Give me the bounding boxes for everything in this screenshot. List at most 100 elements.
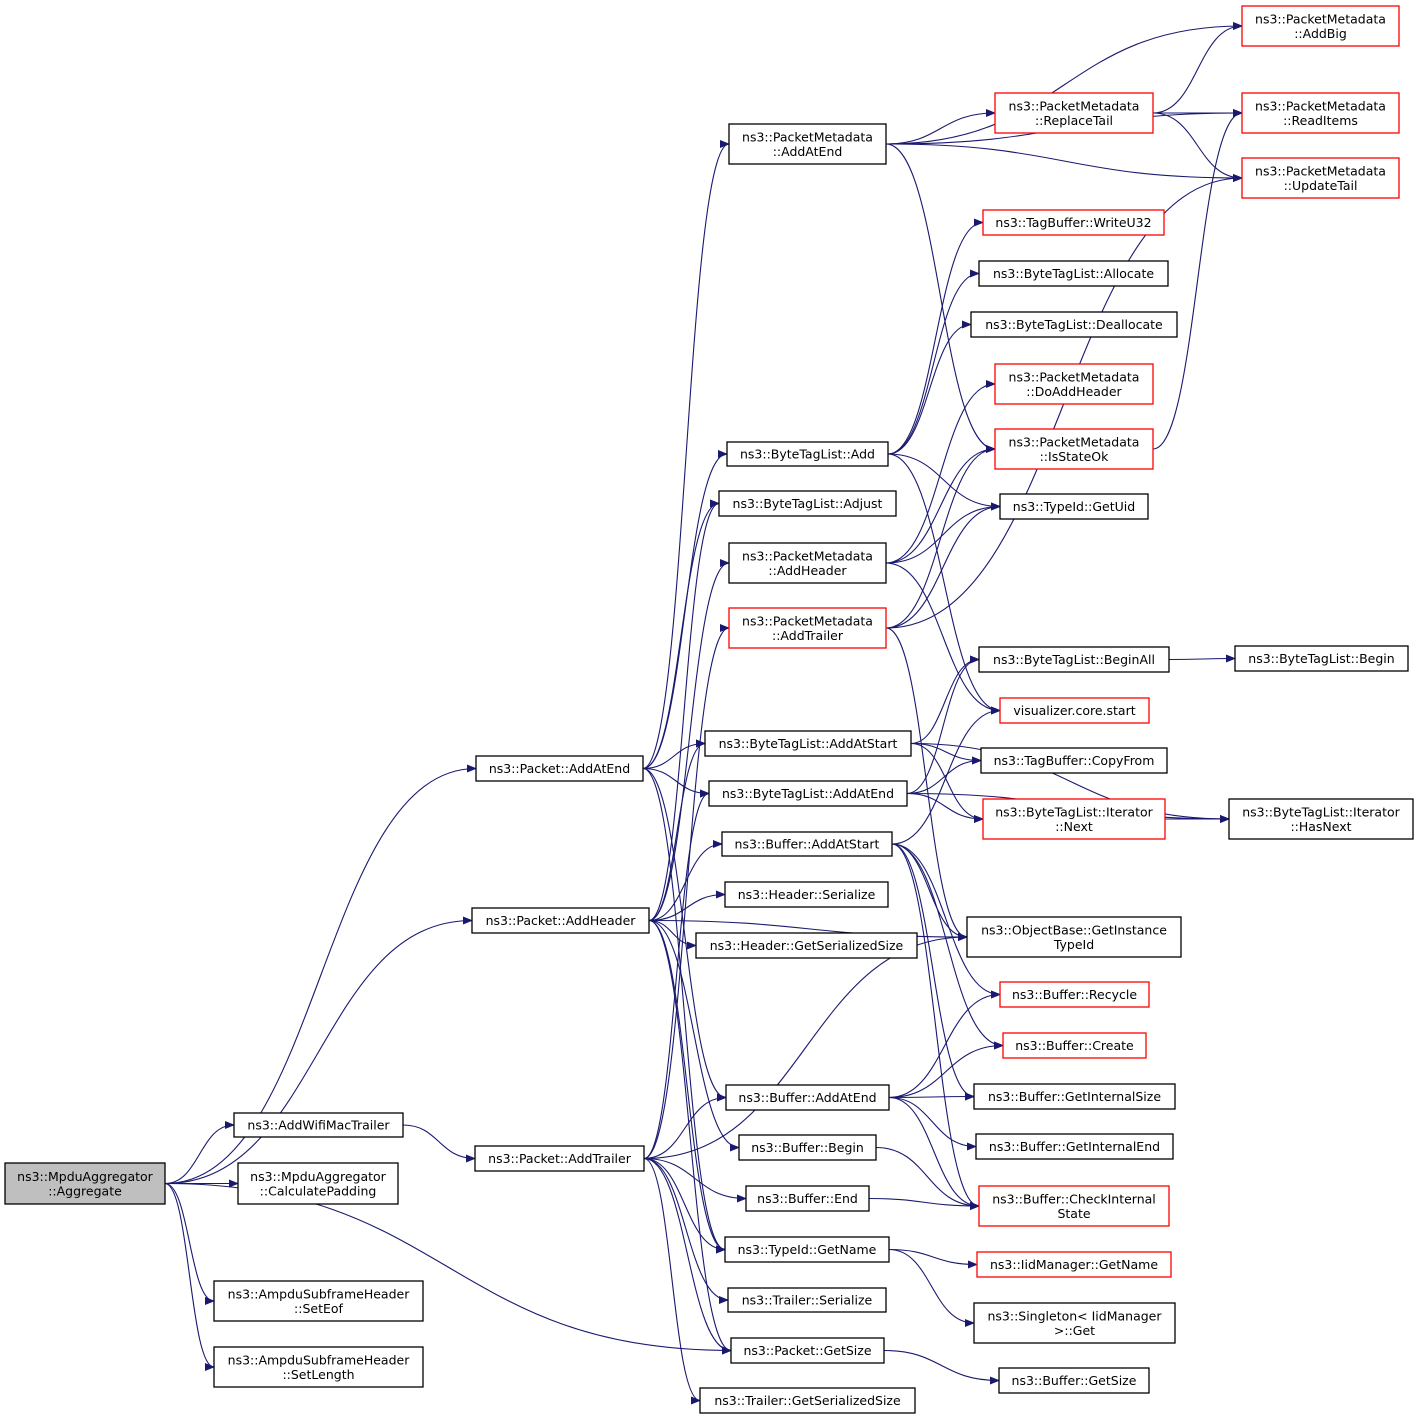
edge-buf_addatend-to-buf_getinternalsize bbox=[888, 1092, 975, 1101]
edge-pm_addatend-to-pm_replacetail bbox=[885, 109, 996, 145]
node-typeid-getname[interactable]: ns3::TypeId::GetName bbox=[724, 1236, 890, 1263]
edge-pkt_addheader-to-btl_adjust bbox=[648, 499, 720, 922]
node-pm-addbig[interactable]: ns3::PacketMetadata::AddBig bbox=[1241, 5, 1400, 47]
node-btl-addatstart[interactable]: ns3::ByteTagList::AddAtStart bbox=[704, 730, 912, 757]
node-calcpadding[interactable]: ns3::MpduAggregator::CalculatePadding bbox=[237, 1162, 399, 1205]
node-box bbox=[994, 92, 1154, 134]
node-box bbox=[727, 1287, 887, 1313]
edge-pkt_addatend-to-buf_addatend bbox=[642, 767, 727, 1102]
node-buf-getsize[interactable]: ns3::Buffer::GetSize bbox=[998, 1367, 1150, 1394]
node-pkt-addatend[interactable]: ns3::Packet::AddAtEnd bbox=[475, 755, 644, 782]
node-iid-getname[interactable]: ns3::IidManager::GetName bbox=[976, 1251, 1172, 1278]
node-pm-isstateok[interactable]: ns3::PacketMetadata::IsStateOk bbox=[994, 428, 1154, 470]
node-label: ns3::Packet::AddTrailer bbox=[488, 1151, 632, 1166]
edge-pm_addatend-to-pm_updatetail bbox=[885, 143, 1243, 182]
node-tb-writeu32[interactable]: ns3::TagBuffer::WriteU32 bbox=[982, 209, 1165, 236]
node-label: ns3::PacketMetadata bbox=[1009, 98, 1140, 113]
node-label: ::AddAtEnd bbox=[773, 144, 843, 159]
node-box bbox=[708, 780, 908, 807]
node-label: visualizer.core.start bbox=[1013, 703, 1135, 718]
node-buf-addatstart[interactable]: ns3::Buffer::AddAtStart bbox=[721, 831, 893, 857]
node-pm-addtrailer[interactable]: ns3::PacketMetadata::AddTrailer bbox=[728, 607, 887, 649]
node-label: ns3::AmpduSubframeHeader bbox=[228, 1286, 411, 1301]
node-trl-getsersize[interactable]: ns3::Trailer::GetSerializedSize bbox=[699, 1387, 916, 1414]
node-label: ::SetEof bbox=[294, 1301, 343, 1316]
node-btl-it-next[interactable]: ns3::ByteTagList::Iterator::Next bbox=[982, 798, 1166, 840]
node-tb-copyfrom[interactable]: ns3::TagBuffer::CopyFrom bbox=[980, 747, 1168, 774]
node-pkt-addheader[interactable]: ns3::Packet::AddHeader bbox=[471, 907, 650, 934]
edge-aggregate-to-addwifimactrailer bbox=[164, 1121, 235, 1185]
edge-buf_addatend-to-buf_create bbox=[888, 1041, 1004, 1099]
node-box bbox=[695, 932, 918, 959]
edge-pm_addheader-to-vis_start bbox=[885, 562, 1001, 715]
node-label: ns3::Buffer::GetSize bbox=[1012, 1373, 1137, 1388]
node-pm-addatend[interactable]: ns3::PacketMetadata::AddAtEnd bbox=[728, 123, 887, 165]
node-typeid-getuid[interactable]: ns3::TypeId::GetUid bbox=[999, 493, 1149, 520]
edge-buf_addatend-to-buf_getinternalend bbox=[888, 1096, 977, 1151]
node-pm-readitems[interactable]: ns3::PacketMetadata::ReadItems bbox=[1241, 92, 1400, 134]
node-label: ::AddBig bbox=[1294, 26, 1347, 41]
edge-aggregate-to-seteof bbox=[164, 1182, 215, 1305]
node-pm-doaddheader[interactable]: ns3::PacketMetadata::DoAddHeader bbox=[994, 363, 1154, 405]
node-label: ::CalculatePadding bbox=[260, 1183, 377, 1198]
node-singleton-get[interactable]: ns3::Singleton< IidManager>::Get bbox=[973, 1302, 1176, 1344]
node-pkt-getsize[interactable]: ns3::Packet::GetSize bbox=[730, 1337, 885, 1364]
node-btl-beginall[interactable]: ns3::ByteTagList::BeginAll bbox=[978, 646, 1170, 673]
node-box bbox=[975, 1133, 1174, 1160]
node-trl-serialize[interactable]: ns3::Trailer::Serialize bbox=[727, 1287, 887, 1313]
node-btl-begin[interactable]: ns3::ByteTagList::Begin bbox=[1234, 645, 1409, 672]
node-box bbox=[474, 1145, 645, 1172]
node-buf-end[interactable]: ns3::Buffer::End bbox=[745, 1185, 870, 1212]
node-seteof[interactable]: ns3::AmpduSubframeHeader::SetEof bbox=[213, 1280, 424, 1322]
node-vis-start[interactable]: visualizer.core.start bbox=[999, 697, 1150, 724]
node-buf-getinternalsize[interactable]: ns3::Buffer::GetInternalSize bbox=[973, 1083, 1176, 1110]
node-label: ns3::Packet::AddAtEnd bbox=[489, 761, 630, 776]
node-box bbox=[724, 881, 889, 908]
node-box bbox=[728, 542, 887, 584]
node-pm-addheader[interactable]: ns3::PacketMetadata::AddHeader bbox=[728, 542, 887, 584]
node-hdr-getsersize[interactable]: ns3::Header::GetSerializedSize bbox=[695, 932, 918, 959]
edge-aggregate-to-setlength bbox=[164, 1182, 215, 1371]
node-hdr-serialize[interactable]: ns3::Header::Serialize bbox=[724, 881, 889, 908]
node-box bbox=[4, 1162, 166, 1205]
node-label: ::IsStateOk bbox=[1040, 449, 1110, 464]
edge-pkt_addtrailer-to-typeid_getname bbox=[643, 1157, 726, 1254]
node-pm-replacetail[interactable]: ns3::PacketMetadata::ReplaceTail bbox=[994, 92, 1154, 134]
node-label: ns3::Buffer::Recycle bbox=[1012, 987, 1137, 1002]
node-box bbox=[233, 1112, 404, 1138]
edge-pkt_addheader-to-buf_begin bbox=[648, 919, 740, 1152]
node-label: ns3::ByteTagList::Allocate bbox=[993, 266, 1154, 281]
edge-pkt_addheader-to-hdr_getsersize bbox=[648, 919, 697, 950]
edge-pkt_addtrailer-to-pkt_getsize bbox=[643, 1157, 732, 1355]
node-label: ::ReplaceTail bbox=[1035, 113, 1113, 128]
edge-buf_addatstart-to-buf_create bbox=[891, 843, 1004, 1050]
node-buf-recycle[interactable]: ns3::Buffer::Recycle bbox=[999, 981, 1150, 1008]
node-label: ns3::Buffer::CheckInternal bbox=[992, 1191, 1156, 1206]
edge-pkt_addtrailer-to-ob_getinstancetypeid bbox=[643, 933, 968, 1160]
edge-buf_addatstart-to-buf_recycle bbox=[891, 843, 1001, 999]
edge-buf_addatstart-to-buf_getinternalsize bbox=[891, 843, 975, 1101]
node-box bbox=[970, 311, 1178, 338]
node-box bbox=[982, 798, 1166, 840]
node-pkt-addtrailer[interactable]: ns3::Packet::AddTrailer bbox=[474, 1145, 645, 1172]
node-buf-addatend[interactable]: ns3::Buffer::AddAtEnd bbox=[725, 1084, 890, 1111]
node-pm-updatetail[interactable]: ns3::PacketMetadata::UpdateTail bbox=[1241, 157, 1400, 199]
node-btl-deallocate[interactable]: ns3::ByteTagList::Deallocate bbox=[970, 311, 1178, 338]
edge-pm_replacetail-to-pm_updatetail bbox=[1152, 112, 1243, 182]
nodes-layer: ns3::MpduAggregator::Aggregatens3::Packe… bbox=[4, 5, 1414, 1414]
node-buf-create[interactable]: ns3::Buffer::Create bbox=[1002, 1032, 1147, 1059]
node-box bbox=[1241, 92, 1400, 134]
node-btl-it-hasnext[interactable]: ns3::ByteTagList::Iterator::HasNext bbox=[1228, 798, 1414, 840]
node-setlength[interactable]: ns3::AmpduSubframeHeader::SetLength bbox=[213, 1346, 424, 1388]
node-btl-adjust[interactable]: ns3::ByteTagList::Adjust bbox=[718, 490, 897, 517]
node-buf-begin[interactable]: ns3::Buffer::Begin bbox=[738, 1134, 877, 1161]
node-buf-getinternalend[interactable]: ns3::Buffer::GetInternalEnd bbox=[975, 1133, 1174, 1160]
node-addwifimactrailer[interactable]: ns3::AddWifiMacTrailer bbox=[233, 1112, 404, 1138]
node-btl-allocate[interactable]: ns3::ByteTagList::Allocate bbox=[978, 260, 1169, 287]
node-btl-addatend[interactable]: ns3::ByteTagList::AddAtEnd bbox=[708, 780, 908, 807]
node-btl-add[interactable]: ns3::ByteTagList::Add bbox=[726, 441, 889, 467]
node-box bbox=[973, 1083, 1176, 1110]
edge-buf_addatend-to-buf_checkinternalstate bbox=[888, 1096, 980, 1210]
